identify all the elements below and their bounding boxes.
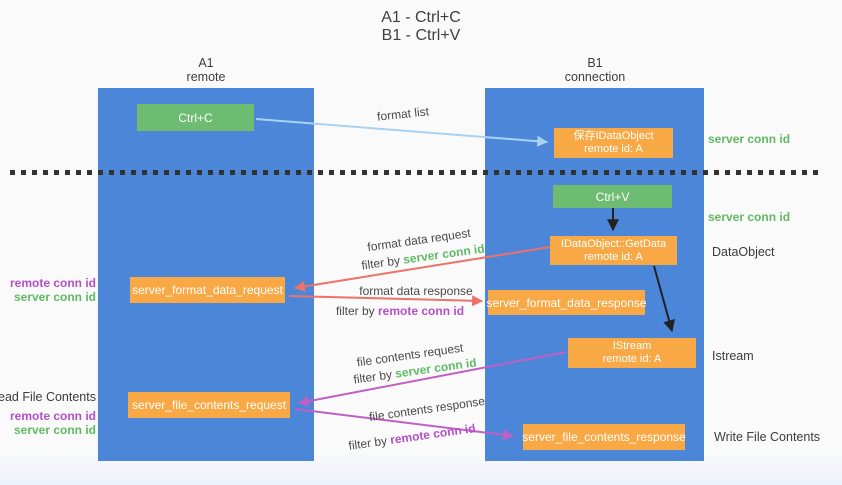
lane-header-b1: B1 connection [525,56,665,84]
format-list-text: format list [376,104,430,124]
lane-b1-subtitle: connection [564,70,626,84]
node-ctrl-c: Ctrl+C [137,104,254,131]
right-label-write-file-contents: Write File Contents [714,430,821,444]
filter-by-text: filter by [360,253,401,273]
node-server-format-data-response: server_format_data_response [486,290,647,315]
node-server-file-contents-response: server_file_contents_response [522,424,686,450]
node-idataobject-getdata: IDataObject::GetData remote id: A [550,236,677,265]
format-data-response-text: format data response [359,284,473,298]
edge-label-file-contents-response: file contents response [368,394,486,424]
filter-by-text: filter by [352,367,393,387]
file-contents-response-text: file contents response [368,393,486,425]
save-idataobject-line1: 保存IDataObject [573,130,654,142]
edge-label-filter-by-remote-conn-id-1: filter by remote conn id [336,304,464,318]
istream-line2: remote id: A [602,353,662,365]
ctrl-v-label: Ctrl+V [595,189,630,204]
remote-conn-id-text: remote conn id [378,304,465,318]
left-label-server-conn-id-2: server conn id [13,423,96,437]
getdata-line2: remote id: A [584,250,643,263]
node-ctrl-v: Ctrl+V [553,185,672,208]
node-save-idataobject: 保存IDataObject remote id: A [554,128,673,158]
left-label-remote-conn-id-1: remote conn id [9,276,96,290]
filter-by-text: filter by [335,304,375,318]
getdata-line1: IDataObject::GetData [560,237,667,250]
node-server-file-contents-request: server_file_contents_request [128,392,290,418]
node-server-format-data-request: server_format_data_request [130,277,285,303]
save-idataobject-line2: remote id: A [584,143,643,155]
remote-conn-id-text: remote conn id [389,421,477,447]
left-label-server-conn-id-1: server conn id [13,290,96,304]
node-istream: IStream remote id: A [568,338,696,368]
edge-label-filter-by-remote-conn-id-2: filter by remote conn id [348,421,477,453]
right-label-istream: Istream [712,349,754,363]
left-label-read-file-contents: Read File Contents [0,390,96,404]
server-format-data-response-label: server_format_data_response [486,295,647,310]
title-line-2: B1 - Ctrl+V [381,27,461,44]
lane-b1-title: B1 [587,56,603,70]
server-file-contents-request-label: server_file_contents_request [131,398,287,412]
lane-a1-subtitle: remote [186,70,226,84]
left-label-remote-conn-id-2: remote conn id [9,409,96,423]
edge-label-format-list: format list [376,104,429,123]
diagram-title: A1 - Ctrl+C B1 - Ctrl+V [0,9,842,45]
edge-label-format-data-response: format data response [359,284,472,298]
title-line-1: A1 - Ctrl+C [381,9,461,26]
right-label-dataobject: DataObject [712,245,775,259]
dotted-divider [10,170,822,175]
lane-header-a1: A1 remote [136,56,276,84]
server-format-data-request-label: server_format_data_request [132,283,283,297]
ctrl-c-label: Ctrl+C [178,110,213,125]
server-file-contents-response-label: server_file_contents_response [522,430,686,444]
right-label-server-conn-id-2: server conn id [708,210,791,224]
filter-by-text: filter by [347,433,388,453]
istream-line1: IStream [612,340,652,352]
right-label-server-conn-id-1: server conn id [708,132,791,146]
lane-a1-title: A1 [198,56,214,70]
